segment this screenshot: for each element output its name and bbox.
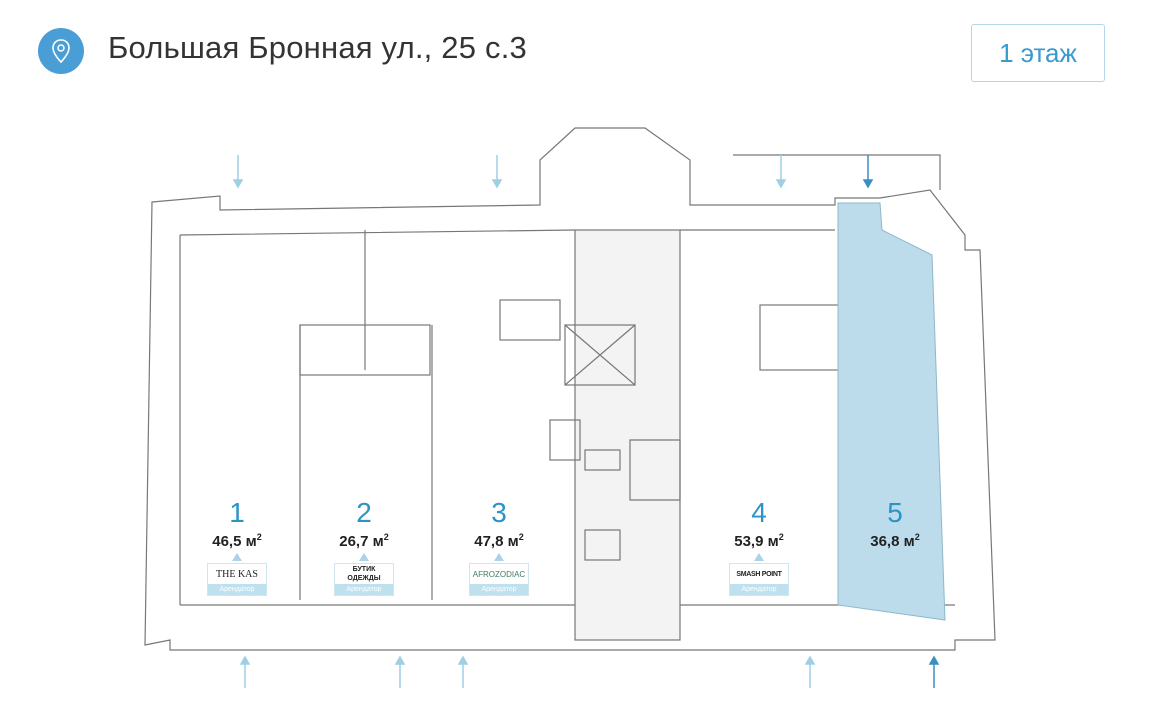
unit-number: 2 xyxy=(356,497,372,528)
unit-area: 26,7 м2 xyxy=(339,532,389,550)
unit-5[interactable]: 5 36,8 м2 xyxy=(835,497,955,551)
entrance-arrows xyxy=(232,155,816,688)
location-pin-icon xyxy=(38,28,84,74)
unit-number: 3 xyxy=(491,497,507,528)
unit-5-highlight xyxy=(837,202,946,621)
pointer-icon xyxy=(359,553,369,561)
pointer-icon xyxy=(754,553,764,561)
pointer-icon xyxy=(232,553,242,561)
address-title: Большая Бронная ул., 25 с.3 xyxy=(108,30,527,65)
unit-area: 47,8 м2 xyxy=(474,532,524,550)
floor-selector-button[interactable]: 1 этаж xyxy=(971,24,1105,82)
unit-area: 53,9 м2 xyxy=(734,532,784,550)
unit-number: 5 xyxy=(887,497,903,528)
unit-number: 4 xyxy=(751,497,767,528)
unit-area: 46,5 м2 xyxy=(212,532,262,550)
pointer-icon xyxy=(494,553,504,561)
unit-area: 36,8 м2 xyxy=(870,532,920,550)
unit-number: 1 xyxy=(229,497,245,528)
